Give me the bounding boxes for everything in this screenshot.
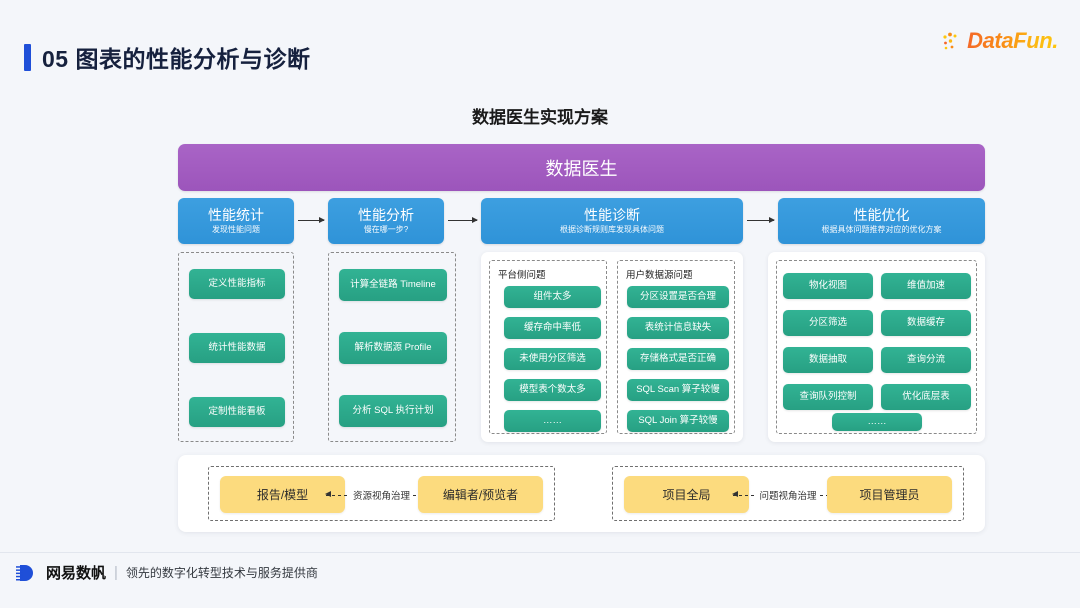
item-pill[interactable]: 查询分流 (881, 347, 971, 373)
bidirectional-arrow: 资源视角治理 (325, 484, 439, 506)
footer-divider: | (114, 564, 118, 581)
stage-performance-analysis[interactable]: 性能分析 慢在哪一步? (328, 198, 444, 244)
card-performance-optimization: 物化视图 分区筛选 数据抽取 查询队列控制 维值加速 数据缓存 查询分流 优化底… (768, 252, 985, 442)
item-pill-ellipsis[interactable]: …… (504, 410, 601, 432)
diagram-title: 数据医生实现方案 (472, 108, 608, 127)
item-pill[interactable]: 物化视图 (783, 273, 873, 299)
governance-group-resource: 报告/模型 资源视角治理 编辑者/预览者 (208, 466, 555, 521)
item-pill[interactable]: 定义性能指标 (189, 269, 285, 299)
item-pill[interactable]: 模型表个数太多 (504, 379, 601, 401)
column-heading: 平台侧问题 (498, 270, 546, 281)
wangyi-shufan-logo-icon (16, 564, 33, 581)
item-pill[interactable]: 组件太多 (504, 286, 601, 308)
item-pill[interactable]: 分区设置是否合理 (627, 286, 729, 308)
item-pill[interactable]: SQL Scan 算子较慢 (627, 379, 729, 401)
stage-title: 性能分析 (358, 206, 414, 223)
footer-divider-line (0, 552, 1080, 553)
governance-label: 问题视角治理 (759, 491, 817, 502)
governance-group-issue: 项目全局 问题视角治理 项目管理员 (612, 466, 964, 521)
banner-data-doctor: 数据医生 (178, 144, 985, 191)
governance-node[interactable]: 编辑者/预览者 (418, 476, 543, 513)
arrow-left-icon (325, 491, 350, 497)
item-pill[interactable]: SQL Join 算子较慢 (627, 410, 729, 432)
stage-title: 性能统计 (208, 206, 264, 223)
item-pill[interactable]: 定制性能看板 (189, 397, 285, 427)
card-performance-diagnosis: 平台侧问题 组件太多 缓存命中率低 未使用分区筛选 模型表个数太多 …… 用户数… (481, 252, 743, 442)
detail-columns: 定义性能指标 统计性能数据 定制性能看板 计算全链路 Timeline 解析数据… (178, 252, 985, 442)
footer-tagline: 领先的数字化转型技术与服务提供商 (125, 566, 318, 580)
column-optimization-actions: 物化视图 分区筛选 数据抽取 查询队列控制 维值加速 数据缓存 查询分流 优化底… (776, 260, 977, 434)
item-pill[interactable]: 维值加速 (881, 273, 971, 299)
stage-title: 性能诊断 (584, 206, 640, 223)
page-title: 05 图表的性能分析与诊断 (24, 40, 310, 74)
item-pill[interactable]: 存储格式是否正确 (627, 348, 729, 370)
governance-node[interactable]: 项目全局 (624, 476, 749, 513)
stage-subtitle: 根据诊断规则库发现具体问题 (560, 224, 664, 234)
item-pill[interactable]: 统计性能数据 (189, 333, 285, 363)
item-pill[interactable]: 解析数据源 Profile (339, 332, 447, 364)
item-pill[interactable]: 查询队列控制 (783, 384, 873, 410)
column-performance-analysis: 计算全链路 Timeline 解析数据源 Profile 分析 SQL 执行计划 (328, 252, 456, 442)
bidirectional-arrow: 问题视角治理 (731, 484, 845, 506)
column-user-datasource-issues: 用户数据源问题 分区设置是否合理 表统计信息缺失 存储格式是否正确 SQL Sc… (617, 260, 735, 434)
item-pill[interactable]: 计算全链路 Timeline (339, 269, 447, 301)
stage-performance-optimization[interactable]: 性能优化 根据具体问题推荐对应的优化方案 (778, 198, 985, 244)
arrow-stage3-stage4 (747, 217, 775, 223)
stage-subtitle: 根据具体问题推荐对应的优化方案 (821, 224, 942, 234)
footer: 网易数帆 | 领先的数字化转型技术与服务提供商 (16, 562, 318, 583)
datafun-dots-icon (943, 32, 957, 50)
datafun-logo: DataFun. (942, 28, 1058, 54)
item-pill[interactable]: 优化底层表 (881, 384, 971, 410)
stage-subtitle: 发现性能问题 (212, 224, 260, 234)
title-text: 05 图表的性能分析与诊断 (42, 46, 311, 72)
item-pill[interactable]: 未使用分区筛选 (504, 348, 601, 370)
governance-node[interactable]: 项目管理员 (827, 476, 952, 513)
title-accent-bar (24, 43, 31, 71)
item-pill[interactable]: 数据缓存 (881, 310, 971, 336)
arrow-left-icon (731, 491, 757, 497)
column-performance-statistics: 定义性能指标 统计性能数据 定制性能看板 (178, 252, 294, 442)
item-pill-ellipsis[interactable]: …… (832, 413, 922, 431)
governance-band: 报告/模型 资源视角治理 编辑者/预览者 项目全局 问题视角治理 项目管理员 (178, 455, 985, 532)
stage-title: 性能优化 (853, 206, 910, 223)
item-pill[interactable]: 分区筛选 (783, 310, 873, 336)
column-platform-issues: 平台侧问题 组件太多 缓存命中率低 未使用分区筛选 模型表个数太多 …… (489, 260, 607, 434)
stage-row: 性能统计 发现性能问题 性能分析 慢在哪一步? 性能诊断 根据诊断规则库发现具体… (178, 198, 985, 244)
arrow-stage2-stage3 (448, 217, 478, 223)
brand-wordmark: DataFun. (967, 28, 1058, 53)
column-heading: 用户数据源问题 (626, 270, 693, 281)
arrow-stage1-stage2 (298, 217, 325, 223)
stage-performance-diagnosis[interactable]: 性能诊断 根据诊断规则库发现具体问题 (481, 198, 743, 244)
governance-node[interactable]: 报告/模型 (220, 476, 345, 513)
stage-subtitle: 慢在哪一步? (363, 224, 409, 234)
item-pill[interactable]: 分析 SQL 执行计划 (339, 395, 447, 427)
item-pill[interactable]: 表统计信息缺失 (627, 317, 729, 339)
footer-company-name: 网易数帆 (46, 565, 107, 582)
governance-label: 资源视角治理 (353, 491, 411, 502)
item-pill[interactable]: 数据抽取 (783, 347, 873, 373)
stage-performance-statistics[interactable]: 性能统计 发现性能问题 (178, 198, 294, 244)
item-pill[interactable]: 缓存命中率低 (504, 317, 601, 339)
